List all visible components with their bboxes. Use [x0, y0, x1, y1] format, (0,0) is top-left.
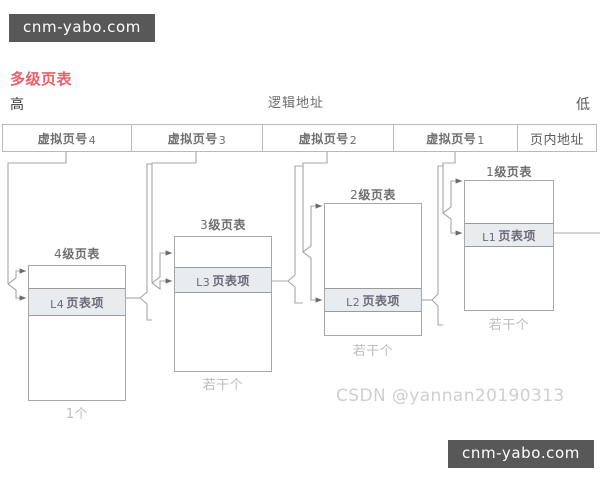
page-table-2-title: 2级页表	[324, 186, 422, 203]
address-field-offset-text: 页内地址	[529, 132, 584, 148]
page-table-2-title-rest: 级页表	[358, 188, 396, 202]
address-field-offset[interactable]: 页内地址	[517, 124, 597, 152]
watermark-badge-bottom: cnm-yabo.com	[448, 440, 595, 468]
page-table-4-count: 1个	[65, 407, 89, 422]
page-table-4-title: 4级页表	[28, 245, 126, 262]
page-table-3-title: 3级页表	[174, 216, 272, 233]
page-table-2-slot-bottom	[325, 312, 421, 337]
address-field-vpn4-text: 虚拟页号	[37, 131, 88, 146]
address-field-vpn4-subscript: 4	[88, 133, 97, 147]
page-table-2-title-number: 2	[350, 188, 359, 202]
page-table-3-title-number: 3	[200, 218, 209, 232]
page-table-1-slot-top	[465, 181, 553, 223]
page-table-4-entry-prefix: L4	[50, 297, 65, 311]
page-table-2-entry-prefix: L2	[346, 295, 361, 309]
page-table-3-slot-top	[175, 237, 271, 267]
page-table-3-entry-label: 页表项	[212, 273, 250, 288]
watermark-badge-top: cnm-yabo.com	[9, 14, 156, 42]
page-table-4-title-rest: 级页表	[62, 247, 100, 261]
page-table-3-title-rest: 级页表	[208, 218, 246, 232]
page-table-4-slot-top	[29, 266, 125, 288]
low-order-label: 低	[576, 97, 590, 113]
page-table-4-title-number: 4	[54, 247, 63, 261]
page-table-3-entry-prefix: L3	[196, 275, 211, 289]
address-field-vpn2-text: 虚拟页号	[298, 131, 349, 146]
high-order-label: 高	[10, 97, 24, 113]
page-table-1-entry-label: 页表项	[498, 228, 536, 243]
address-field-vpn3-subscript: 3	[218, 133, 227, 147]
page-table-1-count: 若干个	[488, 318, 530, 333]
page-table-3-count: 若干个	[202, 378, 244, 393]
page-table-2-slot-top	[325, 204, 421, 288]
page-title: 多级页表	[10, 70, 73, 88]
address-field-vpn1-text: 虚拟页号	[426, 131, 477, 146]
page-table-2-count: 若干个	[352, 344, 394, 359]
page-table-4-entry-label: 页表项	[66, 295, 104, 310]
page-table-3-slot-bottom	[175, 293, 271, 371]
address-field-vpn2-subscript: 2	[349, 133, 358, 147]
page-table-1-title-rest: 级页表	[494, 165, 532, 179]
page-table-2-entry-label: 页表项	[362, 293, 400, 308]
page-table-1-entry-prefix: L1	[482, 230, 497, 244]
page-table-1-title: 1级页表	[464, 163, 554, 180]
page-table-1-slot-bottom	[465, 247, 553, 310]
address-field-vpn3-text: 虚拟页号	[167, 131, 218, 146]
watermark-csdn: CSDN @yannan20190313	[336, 386, 565, 406]
address-field-vpn1-subscript: 1	[477, 133, 485, 147]
logical-address-label: 逻辑地址	[268, 96, 325, 111]
page-table-1-title-number: 1	[486, 165, 495, 179]
page-table-4-slot-bottom	[29, 316, 125, 400]
